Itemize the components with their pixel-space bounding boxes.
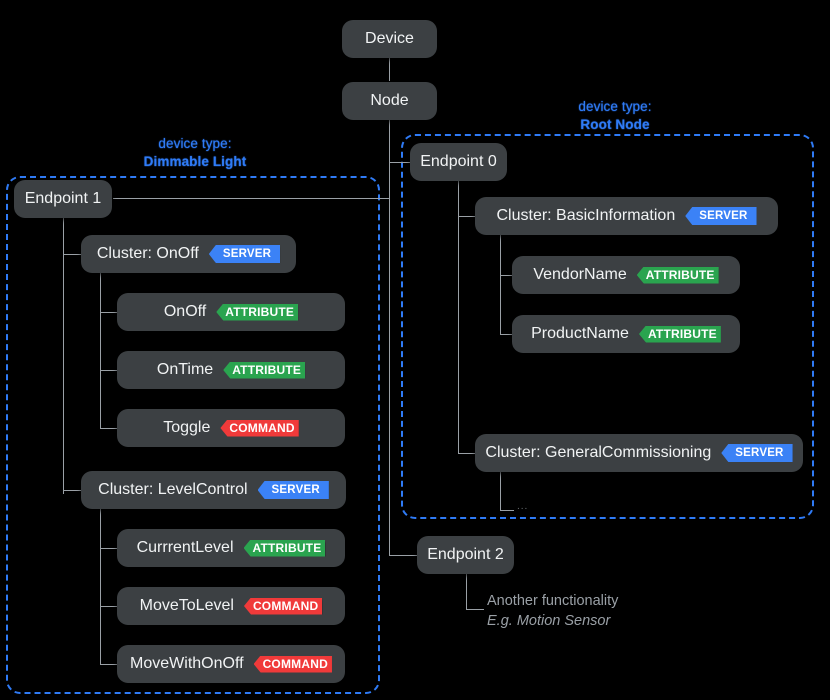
node-cluster-levelcontrol-label: Cluster: LevelControl <box>98 481 248 498</box>
node-element-movetolevel[interactable]: MoveToLevel COMMAND <box>117 587 345 625</box>
node-endpoint-0[interactable]: Endpoint 0 <box>410 143 507 181</box>
group-box-dimmable-light <box>6 176 380 694</box>
badge-attribute: ATTRIBUTE <box>638 325 721 343</box>
connector-endpoint1-levelcontrol <box>63 490 81 491</box>
connector-endpoint2-note <box>466 609 484 610</box>
connector-levelcontrol-cmd-movewithonoff <box>100 664 118 665</box>
connector-levelcontrol-spine <box>100 509 101 664</box>
node-endpoint-2[interactable]: Endpoint 2 <box>417 536 514 574</box>
node-device[interactable]: Device <box>342 20 437 58</box>
node-element-movetolevel-label: MoveToLevel <box>139 597 234 614</box>
node-device-label: Device <box>365 30 414 47</box>
node-cluster-levelcontrol[interactable]: Cluster: LevelControl SERVER <box>81 471 346 509</box>
badge-server: SERVER <box>721 444 793 462</box>
node-element-onoff-label: OnOff <box>163 303 207 320</box>
badge-attribute: ATTRIBUTE <box>636 266 719 284</box>
node-element-vendorname[interactable]: VendorName ATTRIBUTE <box>512 256 740 294</box>
node-cluster-basicinformation-label: Cluster: BasicInformation <box>496 207 676 224</box>
node-node[interactable]: Node <box>342 82 437 120</box>
connector-spine-endpoint1 <box>113 198 390 199</box>
connector-spine-endpoint0 <box>389 162 411 163</box>
badge-attribute: ATTRIBUTE <box>223 361 306 379</box>
connector-device-node <box>389 58 390 81</box>
node-element-productname-label: ProductName <box>531 325 629 342</box>
badge-attribute: ATTRIBUTE <box>216 303 299 321</box>
badge-server: SERVER <box>257 481 329 499</box>
connector-onoff-attr-onoff <box>100 312 118 313</box>
connector-onoff-spine <box>100 273 101 428</box>
connector-endpoint0-spine <box>458 181 459 453</box>
node-element-movewithonoff[interactable]: MoveWithOnOff COMMAND <box>117 645 345 683</box>
badge-server: SERVER <box>208 245 281 263</box>
group-label-root-node: device type: Root Node <box>500 98 730 134</box>
connector-generalcommissioning-spine <box>500 472 501 510</box>
connector-levelcontrol-cmd-movetolevel <box>100 606 118 607</box>
connector-endpoint1-spine <box>63 217 64 494</box>
node-element-ontime-label: OnTime <box>156 361 214 378</box>
node-cluster-basicinformation[interactable]: Cluster: BasicInformation SERVER <box>475 197 778 235</box>
endpoint-2-note-line1: Another functionality <box>487 593 619 609</box>
node-cluster-generalcommissioning-label: Cluster: GeneralCommissioning <box>485 444 712 461</box>
group-label-dimmable-light-name: Dimmable Light <box>143 154 247 169</box>
connector-levelcontrol-attr-currentlevel <box>100 548 118 549</box>
badge-command: COMMAND <box>243 597 323 615</box>
endpoint-2-note: Another functionality E.g. Motion Sensor <box>487 591 618 631</box>
node-element-movewithonoff-label: MoveWithOnOff <box>130 655 244 672</box>
node-element-toggle-label: Toggle <box>163 419 211 436</box>
node-endpoint-2-label: Endpoint 2 <box>427 546 504 563</box>
connector-basicinformation-vendorname <box>500 275 514 276</box>
node-cluster-generalcommissioning[interactable]: Cluster: GeneralCommissioning SERVER <box>475 434 803 472</box>
badge-server: SERVER <box>685 207 757 225</box>
node-element-vendorname-label: VendorName <box>533 266 627 283</box>
node-element-currentlevel-label: CurrrentLevel <box>136 539 234 556</box>
node-element-toggle[interactable]: Toggle COMMAND <box>117 409 345 447</box>
connector-node-spine <box>389 120 390 555</box>
connector-spine-endpoint2 <box>389 555 417 556</box>
generalcommissioning-ellipsis-label: ... <box>517 501 529 512</box>
group-label-dimmable-light: device type: Dimmable Light <box>80 135 310 171</box>
connector-basicinformation-productname <box>500 334 514 335</box>
group-box-root-node <box>401 134 814 519</box>
connector-endpoint0-generalcommissioning <box>458 453 476 454</box>
node-endpoint-1-label: Endpoint 1 <box>24 190 102 207</box>
node-element-onoff[interactable]: OnOff ATTRIBUTE <box>117 293 345 331</box>
connector-basicinformation-spine <box>500 235 501 334</box>
badge-command: COMMAND <box>220 419 299 437</box>
group-label-root-node-name: Root Node <box>580 117 650 132</box>
endpoint-2-note-line2: E.g. Motion Sensor <box>487 613 611 629</box>
node-node-label: Node <box>370 92 409 109</box>
connector-endpoint0-basicinformation <box>458 216 476 217</box>
connector-endpoint1-onoff <box>63 254 81 255</box>
connector-onoff-attr-ontime <box>100 370 118 371</box>
node-endpoint-1[interactable]: Endpoint 1 <box>14 180 112 218</box>
badge-attribute: ATTRIBUTE <box>243 539 326 557</box>
group-label-dimmable-light-top: device type: <box>158 136 232 151</box>
connector-generalcommissioning-ellipsis <box>500 510 514 511</box>
node-cluster-onoff-label: Cluster: OnOff <box>96 245 199 262</box>
connector-onoff-cmd-toggle <box>100 428 118 429</box>
badge-command: COMMAND <box>253 655 332 673</box>
node-element-productname[interactable]: ProductName ATTRIBUTE <box>512 315 740 353</box>
node-element-currentlevel[interactable]: CurrrentLevel ATTRIBUTE <box>117 529 345 567</box>
connector-endpoint2-spine <box>466 574 467 609</box>
node-endpoint-0-label: Endpoint 0 <box>420 153 497 170</box>
node-cluster-onoff[interactable]: Cluster: OnOff SERVER <box>81 235 296 273</box>
group-label-root-node-top: device type: <box>578 99 652 114</box>
node-element-ontime[interactable]: OnTime ATTRIBUTE <box>117 351 345 389</box>
